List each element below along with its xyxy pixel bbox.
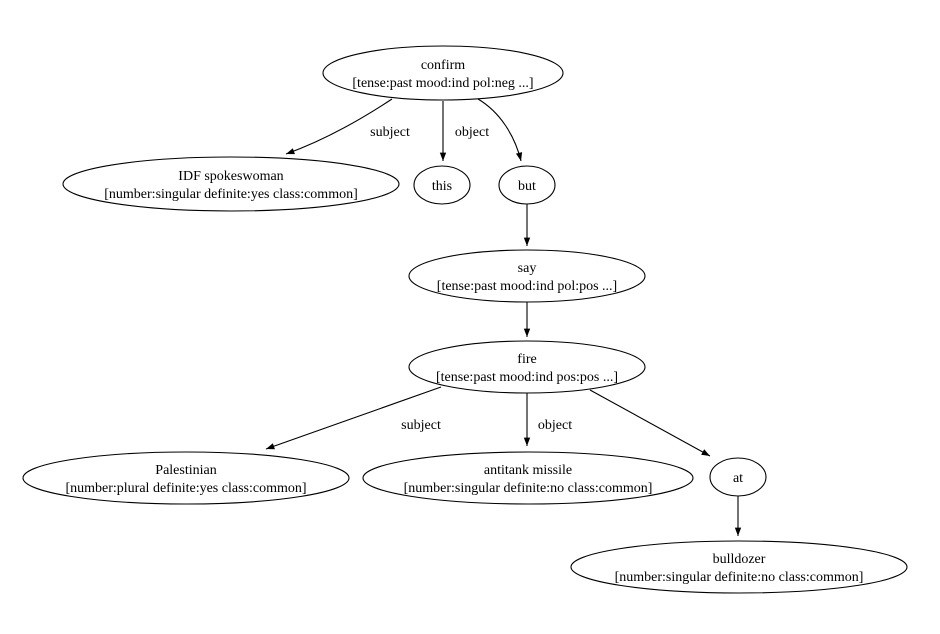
edge-fire-object: object (523, 393, 572, 447)
node-antitank-missile-ellipse (362, 451, 694, 505)
edge-label-subject: subject (401, 418, 441, 433)
node-say-label: say (518, 261, 537, 276)
node-fire: fire [tense:past mood:ind pos:pos ...] (408, 340, 646, 394)
edge-confirm-object: object (439, 101, 489, 161)
node-say-features: [tense:past mood:ind pol:pos ...] (437, 279, 617, 294)
edge-line (477, 98, 523, 162)
edge-fire-at (589, 389, 711, 457)
node-palestinian-label: Palestinian (155, 463, 216, 478)
node-idf-spokeswoman: IDF spokeswoman [number:singular definit… (62, 156, 400, 212)
node-idf-spokeswoman-features: [number:singular definite:yes class:comm… (104, 187, 358, 202)
node-idf-spokeswoman-ellipse (62, 156, 400, 212)
node-say: say [tense:past mood:ind pol:pos ...] (408, 249, 646, 303)
node-fire-label: fire (517, 352, 536, 367)
edge-fire-subject: subject (265, 386, 442, 450)
edge-line (589, 389, 711, 457)
node-antitank-missile: antitank missile [number:singular defini… (362, 451, 694, 505)
node-palestinian: Palestinian [number:plural definite:yes … (22, 451, 350, 505)
node-confirm-features: [tense:past mood:ind pol:neg ...] (352, 76, 533, 91)
edge-line (285, 98, 393, 155)
node-bulldozer-ellipse (570, 540, 908, 594)
edge-label-object: object (455, 125, 489, 140)
edge-line (265, 386, 442, 450)
node-fire-features: [tense:past mood:ind pos:pos ...] (436, 370, 618, 385)
nodes: confirm [tense:past mood:ind pol:neg ...… (22, 45, 908, 594)
node-bulldozer: bulldozer [number:singular definite:no c… (570, 540, 908, 594)
edges: subject object subject object (265, 98, 742, 536)
edge-confirm-but (477, 98, 523, 162)
edge-label-object: object (538, 418, 572, 433)
node-at-label: at (733, 471, 743, 486)
node-confirm-ellipse (322, 45, 564, 101)
node-but-ellipse (498, 165, 556, 205)
node-this: this (413, 165, 471, 205)
node-say-ellipse (408, 249, 646, 303)
node-this-ellipse (413, 165, 471, 205)
node-but: but (498, 165, 556, 205)
node-palestinian-ellipse (22, 451, 350, 505)
node-confirm: confirm [tense:past mood:ind pol:neg ...… (322, 45, 564, 101)
node-bulldozer-features: [number:singular definite:no class:commo… (615, 570, 864, 585)
node-this-label: this (432, 179, 452, 194)
node-but-label: but (518, 179, 536, 194)
node-confirm-label: confirm (421, 58, 465, 73)
node-at: at (709, 457, 767, 497)
node-at-ellipse (709, 457, 767, 497)
node-bulldozer-label: bulldozer (713, 552, 766, 567)
edge-confirm-subject: subject (285, 98, 410, 155)
node-fire-ellipse (408, 340, 646, 394)
node-palestinian-features: [number:plural definite:yes class:common… (65, 481, 306, 496)
node-antitank-missile-label: antitank missile (484, 463, 572, 478)
node-antitank-missile-features: [number:singular definite:no class:commo… (404, 481, 653, 496)
edge-label-subject: subject (370, 125, 410, 140)
node-idf-spokeswoman-label: IDF spokeswoman (178, 169, 283, 184)
